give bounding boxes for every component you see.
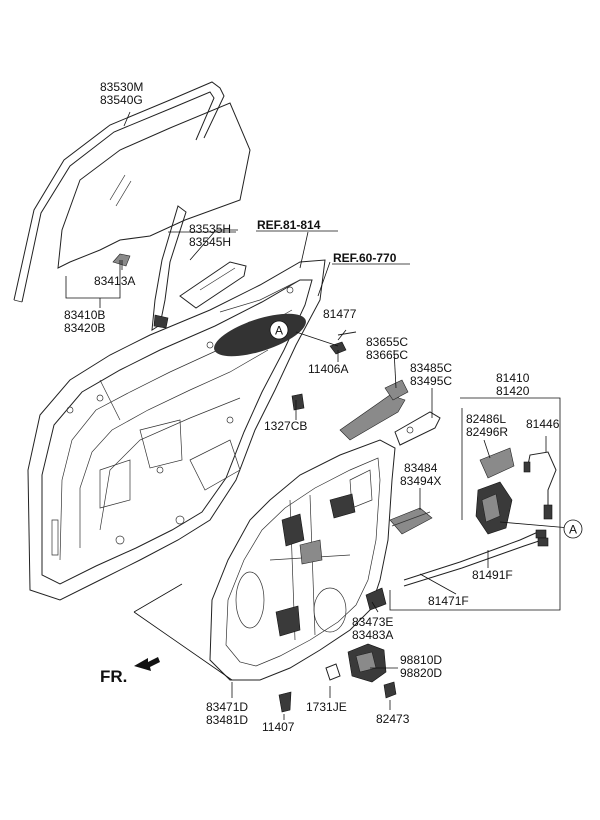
door-latch: [475, 481, 513, 535]
grommet: [325, 663, 341, 681]
window-switch: [365, 587, 387, 611]
part-label-83471D: 83471D: [206, 700, 248, 714]
part-label-11407: 11407: [262, 720, 295, 734]
rod-cables: [403, 529, 549, 587]
rear-lower-channel: [151, 205, 187, 331]
part-label-83540G: 83540G: [100, 93, 143, 107]
part-label-83655C: 83655C: [366, 335, 408, 349]
part-label-83665C: 83665C: [366, 348, 408, 362]
part-label-82496R: 82496R: [466, 425, 508, 439]
svg-text:A: A: [569, 523, 577, 537]
part-label-83495C: 83495C: [410, 374, 452, 388]
part-label-98810D: 98810D: [400, 653, 442, 667]
door-glass: [57, 102, 251, 269]
part-label-83410B: 83410B: [64, 308, 105, 322]
window-motor: [347, 643, 387, 683]
part-label-83485C: 83485C: [410, 361, 452, 375]
part-label-83545H: 83545H: [189, 235, 231, 249]
part-label-83420B: 83420B: [64, 321, 105, 335]
part-label-83483A: 83483A: [352, 628, 393, 642]
part-label-81420: 81420: [496, 384, 530, 398]
checker-bracket: [394, 411, 441, 446]
part-label-81446: 81446: [526, 417, 560, 431]
part-label-83535H: 83535H: [189, 222, 231, 236]
part-label-81471F: 81471F: [428, 594, 469, 608]
part-label-81477: 81477: [323, 307, 357, 321]
part-label-82486L: 82486L: [466, 412, 506, 426]
part-label-83473E: 83473E: [352, 615, 393, 629]
door-module-panel: [209, 439, 396, 681]
callout-a-latch: A: [563, 519, 583, 539]
part-label-83481D: 83481D: [206, 713, 248, 727]
part-label-81491F: 81491F: [472, 568, 513, 582]
callout-a-panel: A: [269, 320, 289, 340]
leader-lines: [65, 111, 571, 720]
outside-handle: [179, 261, 247, 309]
glass-run-channel: [13, 81, 225, 303]
part-label-83484: 83484: [404, 461, 438, 475]
front-direction-indicator: FR.: [100, 657, 160, 686]
part-label-98820D: 98820D: [400, 666, 442, 680]
part-label-83494X: 83494X: [400, 474, 441, 488]
part-label-1327CB: 1327CB: [264, 419, 307, 433]
svg-text:A: A: [275, 324, 283, 338]
ref-label-60-770: REF.60-770: [333, 251, 397, 265]
part-label-83413A: 83413A: [94, 274, 135, 288]
handle-bracket: [389, 507, 433, 535]
part-label-81410: 81410: [496, 371, 530, 385]
part-label-82473: 82473: [376, 712, 410, 726]
latch-cover: [479, 447, 515, 479]
part-label-11406A: 11406A: [308, 362, 348, 376]
ref-label-81-814: REF.81-814: [257, 218, 321, 232]
glass-retainer-clip: [112, 253, 131, 267]
svg-text:FR.: FR.: [100, 667, 127, 686]
hinge-bracket-pair: [339, 379, 409, 441]
latch-cable: [523, 451, 557, 520]
part-label-1731JE: 1731JE: [306, 700, 347, 714]
part-labels: 83530M 83540G 83535H 83545H REF.81-814 R…: [64, 80, 560, 734]
part-label-83530M: 83530M: [100, 80, 143, 94]
